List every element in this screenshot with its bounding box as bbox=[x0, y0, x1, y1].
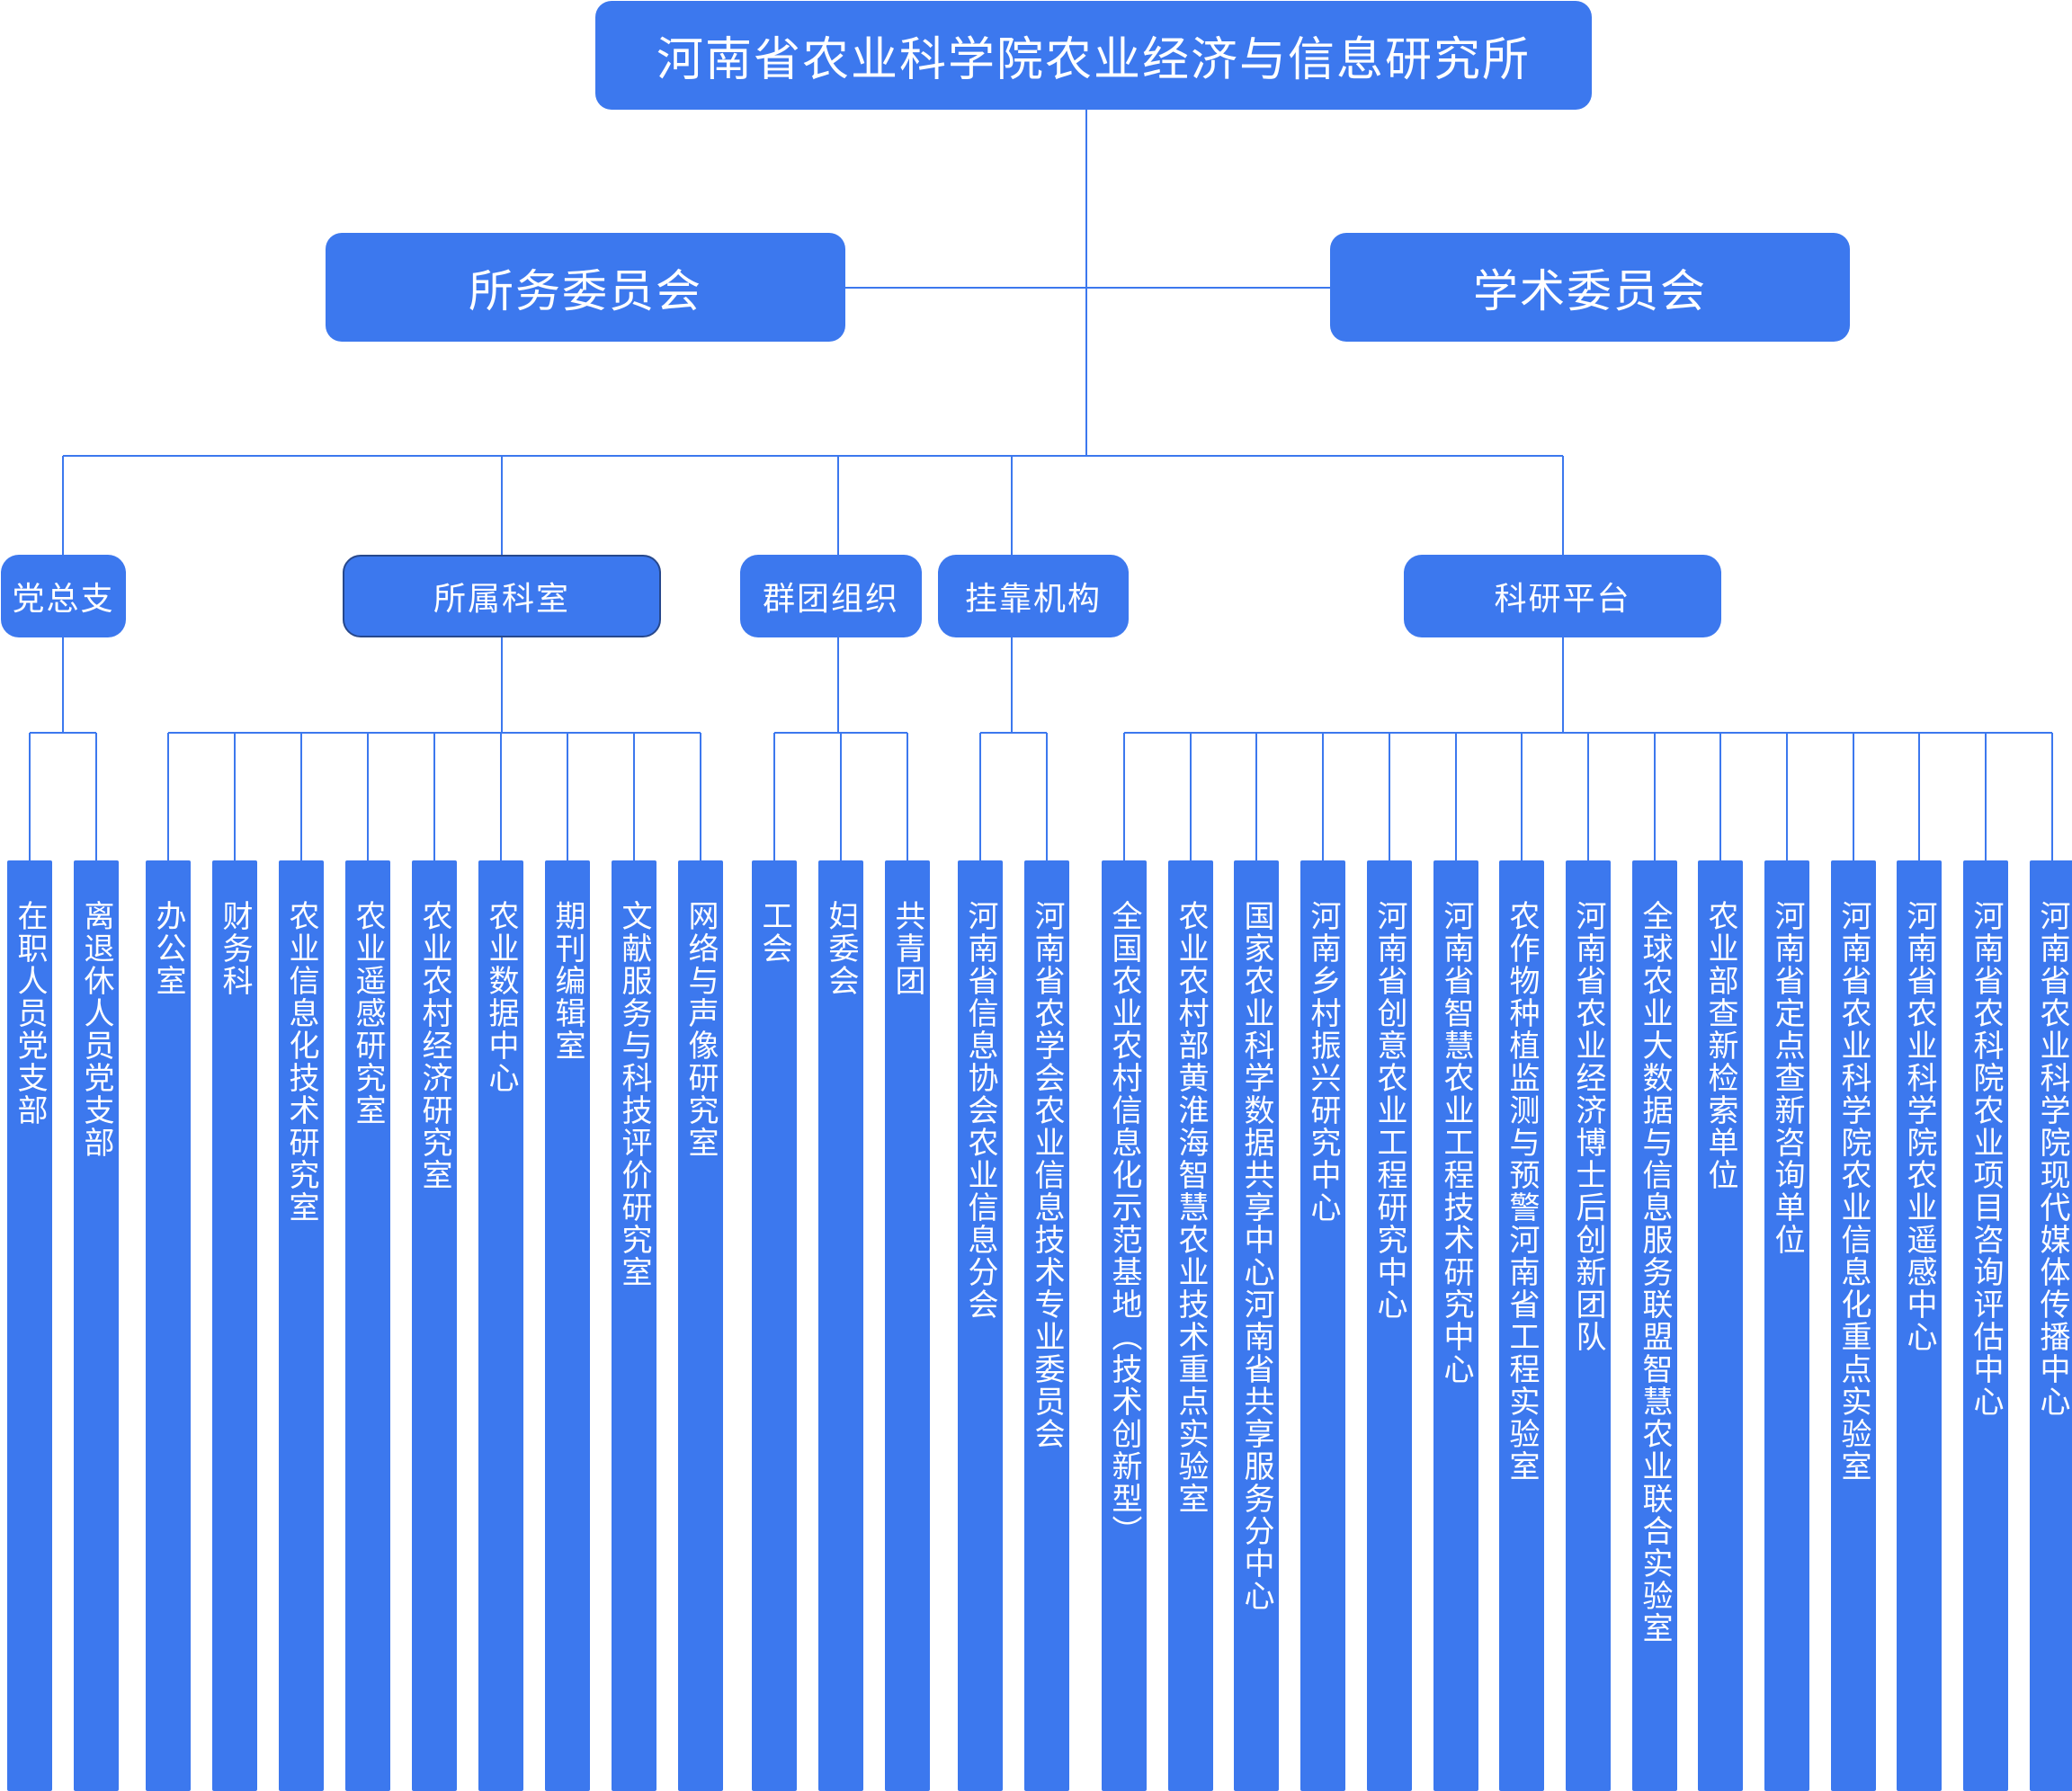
leaf-box[interactable]: 期刊编辑室 bbox=[545, 860, 590, 1791]
leaf-label: 河南省农业经济博士后创新团队 bbox=[1570, 900, 1606, 1353]
leaf-box[interactable]: 河南省农业科学院现代媒体传播中心 bbox=[2030, 860, 2072, 1791]
category-affiliated-institutions[interactable]: 挂靠机构 bbox=[938, 555, 1129, 637]
leaf-box[interactable]: 离退休人员党支部 bbox=[74, 860, 119, 1791]
leaf-label: 全国农业农村信息化示范基地（技术创新型） bbox=[1106, 900, 1142, 1547]
leaf-label: 河南省智慧农业工程技术研究中心 bbox=[1438, 900, 1474, 1386]
leaf-box[interactable]: 农作物种植监测与预警河南省工程实验室 bbox=[1499, 860, 1544, 1791]
leaf-box[interactable]: 河南省农学会农业信息技术专业委员会 bbox=[1024, 860, 1069, 1791]
root-label: 河南省农业科学院农业经济与信息研究所 bbox=[656, 33, 1531, 87]
leaf-label: 在职人员党支部 bbox=[12, 900, 48, 1127]
leaf-label: 农作物种植监测与预警河南省工程实验室 bbox=[1504, 900, 1540, 1483]
leaf-label: 河南省农业科学院农业信息化重点实验室 bbox=[1835, 900, 1871, 1483]
leaf-label: 河南省定点查新咨询单位 bbox=[1769, 900, 1805, 1256]
leaf-box[interactable]: 河南省农业科学院农业信息化重点实验室 bbox=[1831, 860, 1876, 1791]
category-label: 群团组织 bbox=[762, 581, 899, 618]
leaf-label: 农业农村部黄淮海智慧农业技术重点实验室 bbox=[1173, 900, 1209, 1515]
leaf-label: 河南省创意农业工程研究中心 bbox=[1371, 900, 1407, 1321]
category-label: 党总支 bbox=[12, 581, 115, 618]
committee-affairs[interactable]: 所务委员会 bbox=[326, 233, 845, 342]
leaf-box[interactable]: 农业农村经济研究室 bbox=[412, 860, 457, 1791]
category-label: 所属科室 bbox=[433, 581, 570, 618]
category-departments[interactable]: 所属科室 bbox=[343, 555, 661, 637]
leaf-label: 农业遥感研究室 bbox=[350, 900, 386, 1127]
leaf-box[interactable]: 妇委会 bbox=[818, 860, 863, 1791]
leaf-box[interactable]: 河南省农业科学院农业遥感中心 bbox=[1897, 860, 1942, 1791]
leaf-label: 期刊编辑室 bbox=[549, 900, 585, 1062]
leaf-label: 农业信息化技术研究室 bbox=[283, 900, 319, 1224]
leaf-box[interactable]: 河南省农科院农业项目咨询评估中心 bbox=[1963, 860, 2008, 1791]
category-research-platforms[interactable]: 科研平台 bbox=[1404, 555, 1721, 637]
leaf-label: 办公室 bbox=[150, 900, 186, 997]
leaf-label: 妇委会 bbox=[823, 900, 859, 997]
leaf-label: 网络与声像研究室 bbox=[683, 900, 719, 1159]
category-label: 科研平台 bbox=[1494, 581, 1631, 618]
category-mass-organizations[interactable]: 群团组织 bbox=[740, 555, 922, 637]
leaf-box[interactable]: 文献服务与科技评价研究室 bbox=[612, 860, 656, 1791]
leaf-box[interactable]: 河南省定点查新咨询单位 bbox=[1764, 860, 1809, 1791]
leaf-box[interactable]: 河南省智慧农业工程技术研究中心 bbox=[1433, 860, 1478, 1791]
leaf-box[interactable]: 河南乡村振兴研究中心 bbox=[1300, 860, 1345, 1791]
leaf-box[interactable]: 河南省信息协会农业信息分会 bbox=[958, 860, 1003, 1791]
leaf-box[interactable]: 河南省创意农业工程研究中心 bbox=[1367, 860, 1412, 1791]
leaf-label: 河南乡村振兴研究中心 bbox=[1305, 900, 1341, 1224]
leaf-box[interactable]: 工会 bbox=[752, 860, 797, 1791]
leaf-label: 河南省农业科学院农业遥感中心 bbox=[1901, 900, 1937, 1353]
leaf-box[interactable]: 共青团 bbox=[885, 860, 930, 1791]
leaf-box[interactable]: 国家农业科学数据共享中心河南省共享服务分中心 bbox=[1234, 860, 1279, 1791]
leaf-box[interactable]: 网络与声像研究室 bbox=[678, 860, 723, 1791]
leaf-label: 农业部查新检索单位 bbox=[1702, 900, 1738, 1191]
leaf-label: 共青团 bbox=[889, 900, 925, 997]
leaf-box[interactable]: 农业数据中心 bbox=[478, 860, 523, 1791]
category-party-branch[interactable]: 党总支 bbox=[1, 555, 126, 637]
leaf-label: 农业数据中心 bbox=[483, 900, 519, 1094]
leaf-label: 离退休人员党支部 bbox=[78, 900, 114, 1159]
leaf-label: 工会 bbox=[756, 900, 792, 965]
committee-affairs-label: 所务委员会 bbox=[469, 264, 702, 317]
leaf-box[interactable]: 财务科 bbox=[212, 860, 257, 1791]
leaf-box[interactable]: 河南省农业经济博士后创新团队 bbox=[1566, 860, 1611, 1791]
leaf-label: 河南省农业科学院现代媒体传播中心 bbox=[2034, 900, 2070, 1418]
category-label: 挂靠机构 bbox=[964, 581, 1102, 618]
leaf-label: 全球农业大数据与信息服务联盟智慧农业联合实验室 bbox=[1637, 900, 1673, 1644]
leaf-box[interactable]: 全球农业大数据与信息服务联盟智慧农业联合实验室 bbox=[1632, 860, 1677, 1791]
leaf-label: 河南省信息协会农业信息分会 bbox=[962, 900, 998, 1321]
leaf-box[interactable]: 农业信息化技术研究室 bbox=[279, 860, 324, 1791]
leaf-label: 国家农业科学数据共享中心河南省共享服务分中心 bbox=[1238, 900, 1274, 1612]
committee-academic[interactable]: 学术委员会 bbox=[1330, 233, 1850, 342]
leaf-label: 河南省农科院农业项目咨询评估中心 bbox=[1968, 900, 2004, 1418]
committee-academic-label: 学术委员会 bbox=[1473, 264, 1707, 317]
leaf-box[interactable]: 农业部查新检索单位 bbox=[1698, 860, 1743, 1791]
leaf-box[interactable]: 农业遥感研究室 bbox=[345, 860, 390, 1791]
leaf-box[interactable]: 全国农业农村信息化示范基地（技术创新型） bbox=[1102, 860, 1147, 1791]
leaf-box[interactable]: 农业农村部黄淮海智慧农业技术重点实验室 bbox=[1168, 860, 1213, 1791]
leaf-box[interactable]: 办公室 bbox=[146, 860, 191, 1791]
leaf-label: 河南省农学会农业信息技术专业委员会 bbox=[1029, 900, 1065, 1450]
leaf-box[interactable]: 在职人员党支部 bbox=[7, 860, 52, 1791]
root-node[interactable]: 河南省农业科学院农业经济与信息研究所 bbox=[595, 1, 1592, 110]
leaf-label: 财务科 bbox=[217, 900, 253, 997]
leaf-label: 农业农村经济研究室 bbox=[416, 900, 452, 1191]
leaf-label: 文献服务与科技评价研究室 bbox=[616, 900, 652, 1288]
